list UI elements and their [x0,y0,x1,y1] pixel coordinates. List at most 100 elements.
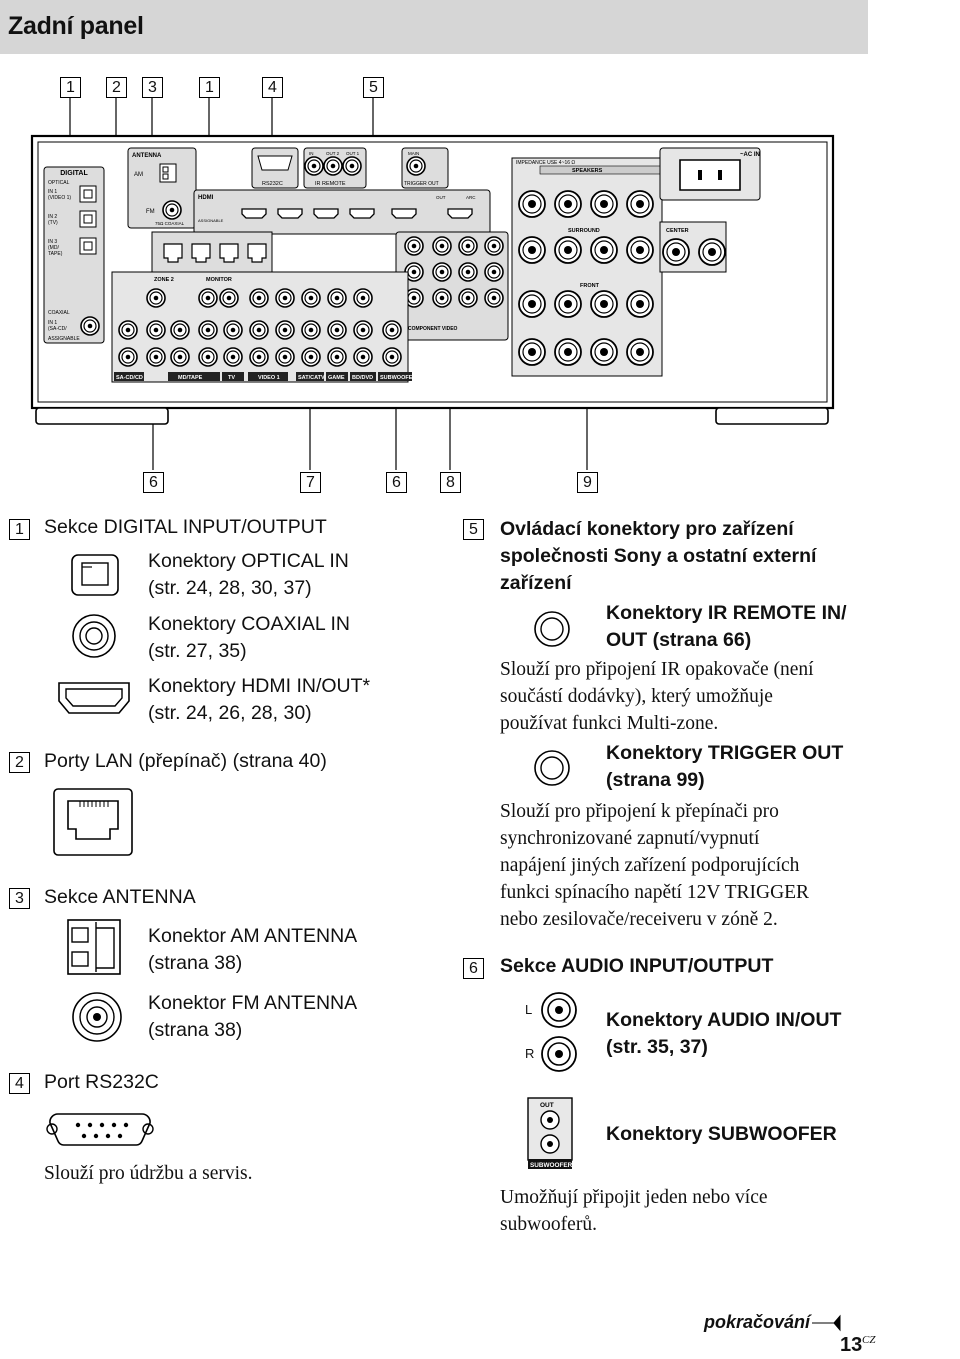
ir-remote-desc-line: Slouží pro připojení IR opakovače (není [500,659,814,680]
section-3-title: Sekce ANTENNA [44,886,196,908]
svg-text:FM: FM [146,209,155,215]
audio-inout-ref: (str. 35, 37) [606,1036,708,1058]
section-5-title-line: zařízení [500,572,572,594]
trigger-out-desc: Slouží pro připojení k přepínači pro syn… [500,798,809,933]
svg-text:IN 1: IN 1 [48,320,57,326]
callout-1b: 1 [199,77,220,98]
trigger-out-desc-line: napájení jiných zařízení podporujících [500,855,800,876]
svg-text:TV: TV [228,375,235,381]
svg-text:IR REMOTE: IR REMOTE [315,181,346,187]
svg-text:ZONE 2: ZONE 2 [154,277,174,283]
svg-text:ASSIGNABLE: ASSIGNABLE [198,218,224,223]
svg-text:SAT/CATV: SAT/CATV [298,375,325,381]
svg-text:MONITOR: MONITOR [206,277,232,283]
callout-2: 2 [106,77,127,98]
callout-6: 6 [143,472,164,493]
section-4-title: Port RS232C [44,1071,159,1093]
callout-8: 8 [440,472,461,493]
section-5-title-line: Ovládací konektory pro zařízení [500,518,794,540]
trigger-out-desc-line: nebo zesilovače/receiveru v zóně 2. [500,909,778,930]
optical-connector-icon [71,554,119,596]
svg-text:AM: AM [134,172,143,178]
fm-antenna-ref: (strana 38) [148,1019,243,1041]
ir-remote-desc-line: součástí dodávky), který umožňuje [500,686,773,707]
trigger-out-jack-icon [534,750,570,786]
trigger-out-desc-line: synchronizované zapnutí/vypnutí [500,828,760,849]
svg-text:MD/TAPE: MD/TAPE [178,375,203,381]
section-1-number: 1 [9,519,30,540]
svg-text:SPEAKERS: SPEAKERS [572,168,603,174]
svg-text:FRONT: FRONT [580,283,600,289]
svg-text:COMPONENT VIDEO: COMPONENT VIDEO [408,326,458,332]
svg-text:OUT 1: OUT 1 [346,151,360,156]
svg-text:IN 2: IN 2 [48,214,57,220]
section-1-title: Sekce DIGITAL INPUT/OUTPUT [44,516,327,538]
coaxial-name: Konektory COAXIAL IN [148,613,350,635]
callout-5: 5 [363,77,384,98]
ir-remote-name: Konektory IR REMOTE IN/ [606,602,847,624]
hdmi-name: Konektory HDMI IN/OUT* [148,675,371,697]
trigger-out-name: Konektory TRIGGER OUT [606,742,844,764]
svg-text:RS232C: RS232C [262,181,283,187]
trigger-out-desc-line: Slouží pro připojení k přepínači pro [500,801,779,822]
subwoofer-jack-icon: OUT SUBWOOFER [527,1097,573,1169]
section-3-number: 3 [9,888,30,909]
svg-text:IN: IN [309,151,314,156]
svg-text:OUT 2: OUT 2 [326,151,340,156]
svg-text:HDMI: HDMI [198,195,214,201]
svg-text:MAIN: MAIN [408,151,419,156]
svg-text:SUBWOOFER: SUBWOOFER [530,1162,573,1169]
svg-text:IN 3: IN 3 [48,239,57,245]
rs232c-port-icon [46,1113,154,1146]
callout-7: 7 [300,472,321,493]
svg-text:SURROUND: SURROUND [568,228,600,234]
ir-remote-ref: OUT (strana 66) [606,629,752,651]
svg-text:CENTER: CENTER [666,228,689,234]
hdmi-ref: (str. 24, 26, 28, 30) [148,702,312,724]
language-code: CZ [862,1334,876,1346]
page-number: 13 [840,1334,863,1356]
fm-antenna-name: Konektor FM ANTENNA [148,992,358,1014]
svg-text:OUT: OUT [436,195,446,200]
svg-text:IN 1: IN 1 [48,189,57,195]
optical-name: Konektory OPTICAL IN [148,550,349,572]
rear-panel-diagram: DIGITAL OPTICAL IN 1(VIDEO 1) IN 2(TV) I… [30,98,835,470]
svg-text:SUBWOOFER: SUBWOOFER [380,375,416,381]
callout-4: 4 [262,77,283,98]
subwoofer-desc-line: Umožňují připojit jeden nebo více [500,1187,768,1208]
svg-text:SA-CD/CD: SA-CD/CD [116,375,143,381]
ir-remote-desc-line: používat funkci Multi-zone. [500,713,719,734]
svg-text:ANTENNA: ANTENNA [132,153,162,159]
svg-text:VIDEO 1: VIDEO 1 [258,375,280,381]
callout-9: 9 [577,472,598,493]
am-antenna-ref: (strana 38) [148,952,243,974]
callout-6b: 6 [386,472,407,493]
am-antenna-name: Konektor AM ANTENNA [148,925,358,947]
svg-text:OPTICAL: OPTICAL [48,180,70,186]
section-6-number: 6 [463,958,484,979]
continued-arrow-icon [812,1314,841,1332]
header-bar [0,0,868,54]
svg-text:(VIDEO 1): (VIDEO 1) [48,195,71,201]
callout-1: 1 [60,77,81,98]
rs232c-desc: Slouží pro údržbu a servis. [44,1163,253,1184]
ir-remote-jack-icon [534,611,570,647]
svg-text:ARC: ARC [466,195,476,200]
svg-text:IMPEDANCE USE 4~16 Ω: IMPEDANCE USE 4~16 Ω [516,160,575,166]
continued-label: pokračování [704,1312,811,1332]
section-2-title: Porty LAN (přepínač) (strana 40) [44,750,327,772]
optical-ref: (str. 24, 28, 30, 37) [148,577,312,599]
svg-text:TRIGGER OUT: TRIGGER OUT [404,181,439,187]
trigger-out-desc-line: funkci spínacího napětí 12V TRIGGER [500,882,810,903]
coaxial-connector-icon [72,614,116,658]
section-6-title: Sekce AUDIO INPUT/OUTPUT [500,955,774,977]
fm-antenna-icon [72,992,122,1042]
subwoofer-desc: Umožňují připojit jeden nebo více subwoo… [500,1184,768,1238]
svg-text:TAPE): TAPE) [48,251,63,257]
lan-port-icon [53,788,133,856]
svg-text:~AC IN: ~AC IN [740,152,760,158]
svg-text:OUT: OUT [540,1102,554,1109]
audio-rca-jacks-icon [541,992,577,1072]
svg-text:GAME: GAME [328,375,345,381]
svg-text:(MD/: (MD/ [48,245,59,251]
